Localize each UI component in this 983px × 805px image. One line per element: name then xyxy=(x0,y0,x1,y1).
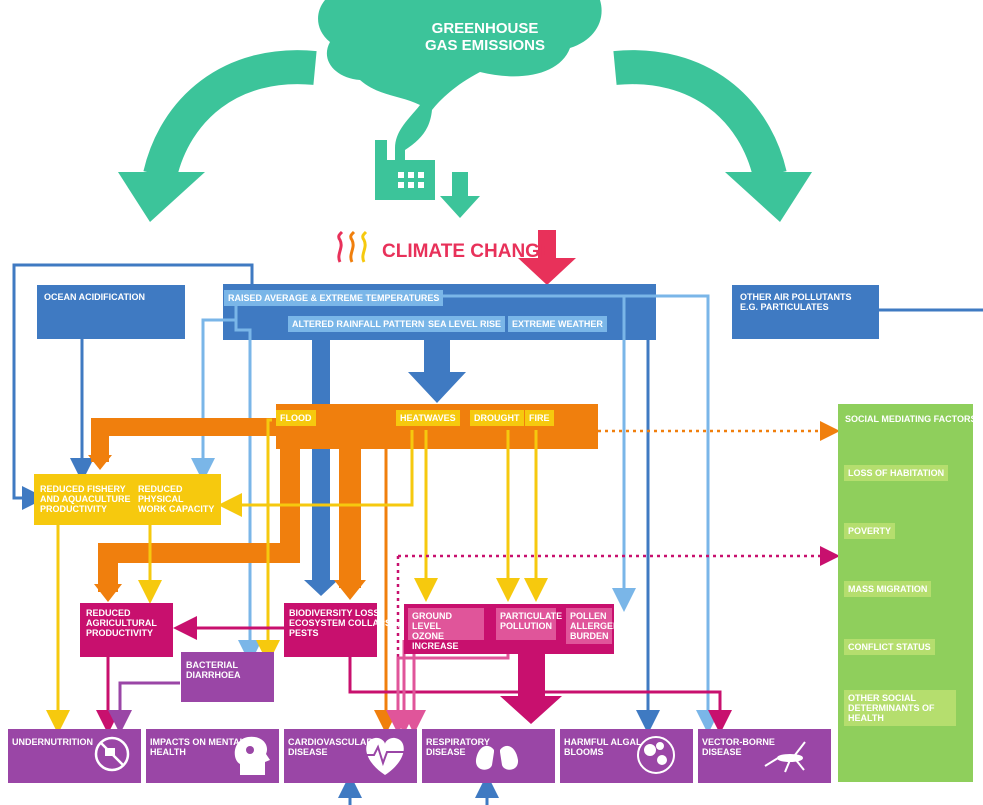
fishery-box: REDUCED FISHERY AND AQUACULTURE PRODUCTI… xyxy=(40,484,131,514)
ozone-box: GROUND LEVEL OZONE INCREASE xyxy=(408,608,484,651)
bacterial-line: DIARRHOEA xyxy=(186,670,241,680)
cardio-line: DISEASE xyxy=(288,747,328,757)
vector-box: VECTOR-BORNE DISEASE xyxy=(702,737,775,757)
cardio-box: CARDIOVASCULAR DISEASE xyxy=(288,737,373,757)
biodiv-line: ECOSYSTEM COLLAPSE, xyxy=(289,618,400,628)
respiratory-line: DISEASE xyxy=(426,747,466,757)
head-gears-icon xyxy=(234,736,270,775)
climate-change-heading: CLIMATE CHANGE xyxy=(382,241,553,262)
algal-box: HARMFUL ALGAL BLOOMS xyxy=(564,737,642,757)
social-item: LOSS OF HABITATION xyxy=(844,465,949,481)
drought-tag: DROUGHT xyxy=(470,410,524,426)
social-title: SOCIAL MEDIATING FACTORS xyxy=(845,414,977,424)
lungs-icon xyxy=(475,740,519,770)
fire-tag: FIRE xyxy=(525,410,554,426)
bubbles-icon xyxy=(637,736,675,774)
flood-tag: FLOOD xyxy=(276,410,316,426)
social-item: MASS MIGRATION xyxy=(844,581,932,597)
cardio-line: CARDIOVASCULAR xyxy=(288,737,373,747)
ozone-line: GROUND LEVEL xyxy=(412,611,452,631)
mental-health-box: IMPACTS ON MENTAL HEALTH xyxy=(150,737,245,757)
vector-line: DISEASE xyxy=(702,747,742,757)
work-capacity-box: REDUCED PHYSICAL WORK CAPACITY xyxy=(138,484,214,514)
agri-line: REDUCED xyxy=(86,608,131,618)
heat-waves-icon xyxy=(337,230,368,263)
undernutrition-box: UNDERNUTRITION xyxy=(12,737,93,747)
biodiversity-box: BIODIVERSITY LOSS, ECOSYSTEM COLLAPSE, P… xyxy=(289,608,400,638)
fishery-line: AND AQUACULTURE xyxy=(40,494,131,504)
agri-line: PRODUCTIVITY xyxy=(86,628,154,638)
rainfall-tag: ALTERED RAINFALL PATTERNS xyxy=(288,316,435,332)
greenhouse-cloud xyxy=(318,0,602,165)
climate-arrow xyxy=(518,230,576,285)
work-line: WORK CAPACITY xyxy=(138,504,215,514)
pollen-line: ALLERGENICITY xyxy=(570,621,643,631)
title-line2: GAS EMISSIONS xyxy=(424,37,546,54)
title-line1: GREENHOUSE xyxy=(431,20,539,37)
pollen-box: POLLEN ALLERGENICITY BURDEN xyxy=(566,608,643,644)
bacterial-line: BACTERIAL xyxy=(186,660,238,670)
work-line: REDUCED xyxy=(138,484,183,494)
pollen-line: BURDEN xyxy=(570,631,609,641)
ocean-box-bg xyxy=(37,285,185,339)
curved-arrow-left xyxy=(143,50,317,180)
social-item: POVERTY xyxy=(844,523,896,539)
algal-line: BLOOMS xyxy=(564,747,604,757)
air-line2: E.G. PARTICULATES xyxy=(740,302,829,312)
air-pollutants-label: OTHER AIR POLLUTANTS E.G. PARTICULATES xyxy=(740,292,852,312)
particulate-line: PARTICULATE xyxy=(500,611,563,621)
particulate-box: PARTICULATE POLLUTION xyxy=(496,608,563,640)
sea-level-tag: SEA LEVEL RISE xyxy=(424,316,506,332)
emission-arrow xyxy=(440,172,480,218)
heatwaves-tag: HEATWAVES xyxy=(396,410,460,426)
air-line1: OTHER AIR POLLUTANTS xyxy=(740,292,852,302)
bacterial-box: BACTERIAL DIARRHOEA xyxy=(186,660,241,680)
work-line: PHYSICAL xyxy=(138,494,184,504)
vector-line: VECTOR-BORNE xyxy=(702,737,775,747)
social-item: CONFLICT STATUS xyxy=(844,639,935,655)
biodiv-line: PESTS xyxy=(289,628,319,638)
fishery-line: REDUCED FISHERY xyxy=(40,484,126,494)
respiratory-box: RESPIRATORY DISEASE xyxy=(426,737,490,757)
ocean-acidification-label: OCEAN ACIDIFICATION xyxy=(44,292,145,302)
fishery-line: PRODUCTIVITY xyxy=(40,504,108,514)
temps-tag: RAISED AVERAGE & EXTREME TEMPERATURES xyxy=(224,290,444,306)
title: GREENHOUSE GAS EMISSIONS xyxy=(420,20,550,54)
mental-line: IMPACTS ON MENTAL xyxy=(150,737,246,747)
particulate-line: POLLUTION xyxy=(500,621,552,631)
algal-line: HARMFUL ALGAL xyxy=(564,737,642,747)
no-food-icon xyxy=(94,736,130,772)
mental-line: HEALTH xyxy=(150,747,186,757)
factory-icon xyxy=(375,140,435,200)
undernutrition-line: UNDERNUTRITION xyxy=(12,737,93,747)
respiratory-line: RESPIRATORY xyxy=(426,737,490,747)
heart-pulse-icon xyxy=(366,737,404,775)
biodiv-line: BIODIVERSITY LOSS, xyxy=(289,608,382,618)
agri-line: AGRICULTURAL xyxy=(86,618,157,628)
mosquito-icon xyxy=(764,741,806,773)
agri-box: REDUCED AGRICULTURAL PRODUCTIVITY xyxy=(86,608,157,638)
curved-arrow-right xyxy=(613,50,787,180)
extreme-weather-tag: EXTREME WEATHER xyxy=(508,316,607,332)
air-box-bg xyxy=(732,285,879,339)
ozone-line: OZONE INCREASE xyxy=(412,631,459,651)
pollen-line: POLLEN xyxy=(570,611,607,621)
social-item: OTHER SOCIAL DETERMINANTS OF HEALTH xyxy=(844,690,956,726)
